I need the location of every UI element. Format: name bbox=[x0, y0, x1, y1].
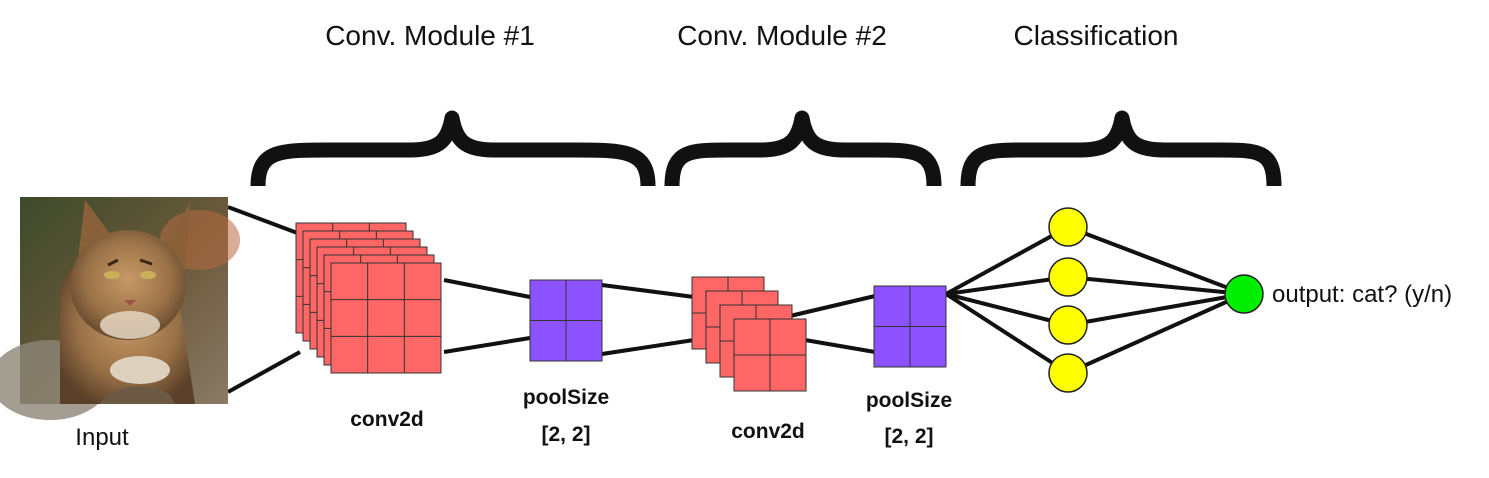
conv2-map-4 bbox=[733, 318, 807, 392]
module-title-classification: Classification bbox=[1014, 20, 1179, 51]
pool1-label-line1: poolSize bbox=[523, 386, 609, 409]
conv2-feature-maps bbox=[691, 276, 807, 392]
link-conv1-pool1-bottom bbox=[443, 336, 531, 354]
link-pool2-neuron2 bbox=[945, 275, 1069, 296]
pool1-map bbox=[529, 279, 603, 362]
conv1-label: conv2d bbox=[350, 408, 424, 431]
link-pool2-neuron4 bbox=[944, 292, 1070, 375]
brace-conv-module-1 bbox=[250, 110, 656, 187]
link-neuron2-output bbox=[1067, 275, 1245, 296]
link-pool1-conv2-bottom bbox=[601, 338, 695, 356]
module-title-conv1: Conv. Module #1 bbox=[325, 20, 535, 51]
pool1-grid bbox=[529, 279, 603, 362]
module-title-conv2: Conv. Module #2 bbox=[677, 20, 887, 51]
pool2-map bbox=[873, 285, 947, 368]
link-neuron4-output bbox=[1067, 292, 1245, 375]
link-input-conv1-top bbox=[227, 205, 301, 236]
pool2-label-line2: [2, 2] bbox=[884, 425, 933, 448]
connection-lines bbox=[227, 205, 1245, 394]
hidden-neuron-1 bbox=[1048, 207, 1088, 247]
output-label: output: cat? (y/n) bbox=[1272, 281, 1452, 308]
pool2-grid bbox=[873, 285, 947, 368]
brace-classification bbox=[960, 110, 1282, 187]
input-cat-image bbox=[0, 197, 240, 420]
link-conv1-pool1-top bbox=[443, 278, 531, 299]
conv1-map-6 bbox=[330, 262, 442, 374]
link-neuron1-output bbox=[1067, 225, 1245, 296]
hidden-neuron-4 bbox=[1048, 353, 1088, 393]
link-pool1-conv2-top bbox=[601, 283, 695, 299]
output-neuron bbox=[1224, 274, 1264, 314]
conv1-feature-maps bbox=[295, 222, 442, 374]
link-neuron3-output bbox=[1067, 292, 1245, 327]
input-label: Input bbox=[75, 424, 129, 451]
conv2-label: conv2d bbox=[731, 420, 805, 443]
link-conv2-pool2-top bbox=[789, 294, 876, 318]
hidden-neuron-2 bbox=[1048, 257, 1088, 297]
brace-conv-module-2 bbox=[664, 110, 942, 187]
hidden-neuron-3 bbox=[1048, 305, 1088, 345]
link-input-conv1-bottom bbox=[227, 350, 301, 394]
pool1-label-line2: [2, 2] bbox=[541, 423, 590, 446]
link-pool2-neuron3 bbox=[945, 292, 1069, 327]
link-pool2-neuron1 bbox=[945, 225, 1069, 296]
pool2-label-line1: poolSize bbox=[866, 389, 952, 412]
link-conv2-pool2-bottom bbox=[804, 338, 876, 354]
